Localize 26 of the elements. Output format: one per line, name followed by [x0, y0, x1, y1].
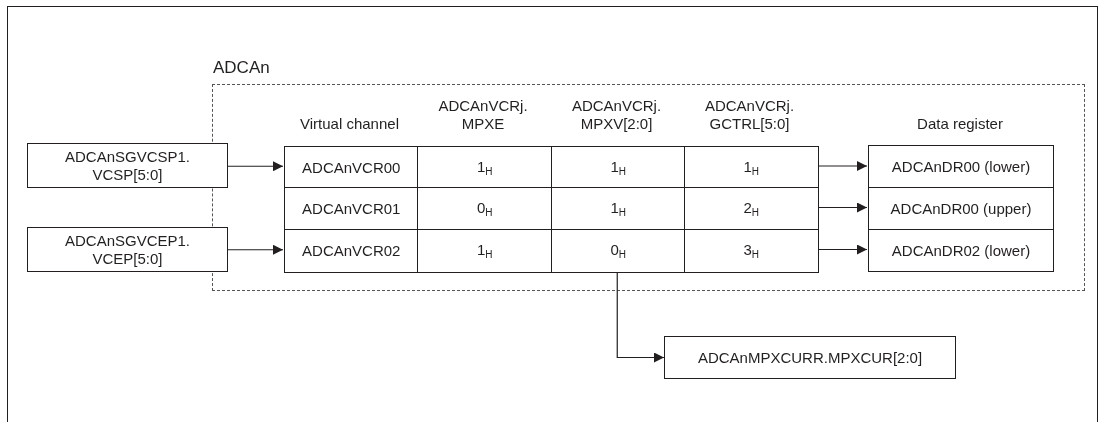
region-title: ADCAn	[213, 58, 270, 78]
table-cell: 0$_{H}$	[417, 187, 553, 231]
table-cell: 1$_{H}$	[417, 146, 553, 189]
register-box: ADCAnDR02 (lower)	[868, 229, 1054, 272]
arrow	[227, 244, 284, 255]
table-cell: 1$_{H}$	[684, 146, 819, 189]
register-box: ADCAnDR00 (lower)	[868, 145, 1054, 188]
column-header: Virtual channel	[299, 115, 400, 133]
table-cell: ADCAnVCR00	[284, 146, 419, 189]
arrow	[227, 161, 284, 172]
register-box: ADCAnSGVCSP1. VCSP[5:0]	[27, 143, 228, 188]
table-cell: ADCAnVCR02	[284, 229, 419, 273]
column-header: Data register	[916, 115, 1004, 133]
column-header: ADCAnVCRj. MPXV[2:0]	[570, 97, 663, 133]
column-header: ADCAnVCRj. GCTRL[5:0]	[703, 97, 796, 133]
table-cell: 2$_{H}$	[684, 187, 819, 231]
register-box: ADCAnSGVCEP1. VCEP[5:0]	[27, 227, 228, 272]
register-box: ADCAnMPXCURR.MPXCUR[2:0]	[664, 336, 956, 379]
table-cell: 1$_{H}$	[551, 187, 686, 231]
table-cell: 1$_{H}$	[417, 229, 553, 273]
register-box: ADCAnDR00 (upper)	[868, 187, 1054, 230]
column-header: ADCAnVCRj. MPXE	[437, 97, 529, 133]
table-cell: 1$_{H}$	[551, 146, 686, 189]
table-cell: ADCAnVCR01	[284, 187, 419, 231]
table-cell: 0$_{H}$	[551, 229, 686, 273]
table-cell: 3$_{H}$	[684, 229, 819, 273]
